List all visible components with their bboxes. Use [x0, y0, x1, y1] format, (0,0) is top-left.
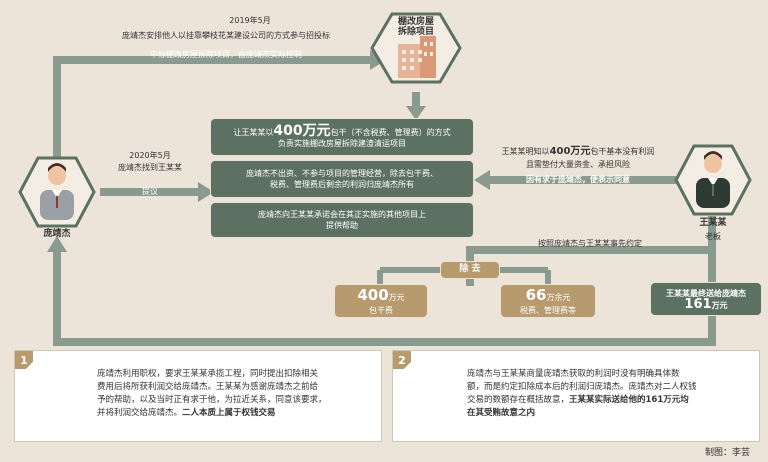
- credit: 制图：李芸: [704, 448, 750, 458]
- center-box-2: 庞靖杰不出资、不参与项目的管理经营，除去包干费、 税费、管理费后剩余的利润归庞靖…: [210, 160, 474, 198]
- arrow-head-proposal: [198, 182, 214, 202]
- reason-line3: 因有求于庞靖杰，便表示同意: [526, 175, 630, 184]
- panel-2-number: 2: [393, 351, 411, 369]
- person-icon-right: [696, 151, 730, 208]
- reason-line2: 且需垫付大量资金、承担风险: [526, 160, 630, 169]
- project-hex-label: 棚改房屋 拆除项目: [397, 17, 434, 37]
- arrow-top-flow: [53, 56, 372, 160]
- center-box-3: 庞靖杰向王某某承诺会在其正实施的其他项目上 提供帮助: [210, 202, 474, 238]
- panel-1-text: 庞靖杰利用职权，要求王某某承揽工程，同时提出扣除相关 费用后将所获利润交给庞靖杰…: [97, 369, 327, 418]
- fee-box-tax: 66万余元 税费、管理费等: [500, 284, 596, 318]
- arrow-head-hex-down: [406, 106, 426, 120]
- person-icon-left: [40, 163, 74, 220]
- arrow-return: [53, 250, 716, 346]
- reason-line1: 王某某明知以400万元包干基本没有利润: [501, 146, 655, 157]
- right-person-name: 王某某: [699, 218, 727, 228]
- final-amount-box: 王某某最终送给庞靖杰 161万元: [650, 282, 762, 316]
- deduct-label: 除 去: [440, 261, 500, 279]
- arrow-head-return: [47, 236, 67, 252]
- panel-2: 2 庞靖杰与王某某商量庞靖杰获取的利润时没有明确具体数 额，而是约定扣除成本后的…: [392, 350, 760, 442]
- top-line2: 中标棚改房屋拆除项目，由庞靖杰实际控制: [150, 50, 302, 59]
- fee-box-contract: 400万元 包干费: [334, 284, 428, 318]
- panel-1: 1 庞靖杰利用职权，要求王某某承揽工程，同时提出扣除相关 费用后将所获利润交给庞…: [14, 350, 382, 442]
- left-person-name: 庞靖杰: [43, 229, 71, 239]
- panel-2-text: 庞靖杰与王某某商量庞靖杰获取的利润时没有明确具体数 额，而是约定扣除成本后的利润…: [467, 369, 697, 418]
- proposal-line2: 提议: [142, 187, 158, 196]
- panel-1-number: 1: [15, 351, 33, 369]
- top-date: 2019年5月: [229, 16, 271, 25]
- proposal-line1: 庞靖杰找到王某某: [118, 163, 182, 172]
- right-person-role: 老板: [705, 232, 721, 241]
- top-line1: 庞靖杰安排他人以挂靠攀枝花某建设公司的方式参与招投标: [122, 31, 330, 40]
- proposal-date: 2020年5月: [129, 151, 171, 160]
- arrow-head-consent: [474, 170, 490, 190]
- agreement-label: 按照庞靖杰与王某某事先约定: [538, 239, 642, 248]
- center-box-1: 让王某某以400万元包干（不含税费、管理费）的方式 负责实施棚改房屋拆除建渣清运…: [210, 118, 474, 156]
- building-icon: [398, 36, 436, 78]
